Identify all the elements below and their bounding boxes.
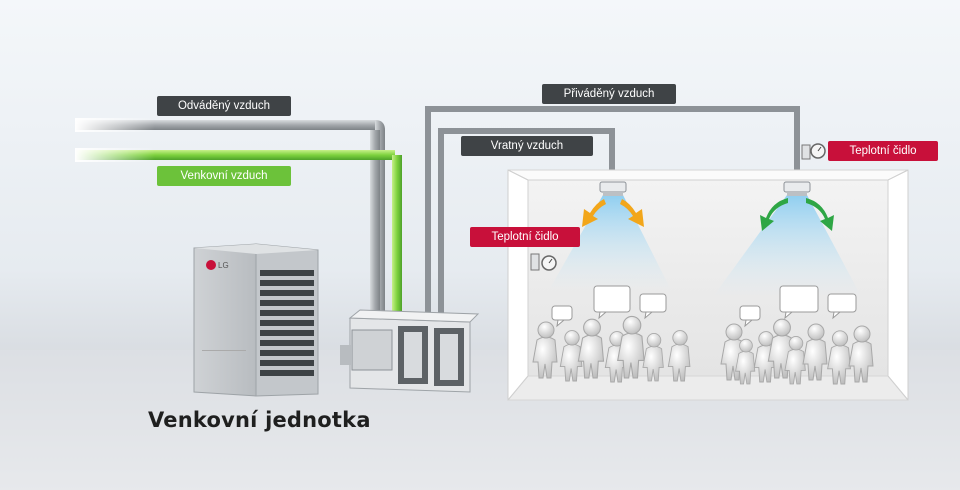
airflow-arrow-warm-icon bbox=[582, 199, 644, 227]
temperature-sensor-label-left: Teplotní čidlo bbox=[470, 227, 580, 247]
speech-bubble-icon bbox=[593, 285, 631, 320]
person-figure-icon bbox=[532, 321, 558, 379]
person-figure-icon bbox=[735, 338, 756, 385]
person-figure-icon bbox=[784, 335, 806, 385]
speech-bubble-icon bbox=[739, 305, 761, 328]
supply-airflow-cone bbox=[712, 195, 862, 298]
person-figure-icon bbox=[848, 325, 874, 383]
person-figure-icon bbox=[642, 332, 664, 382]
speech-bubble-icon bbox=[779, 285, 819, 320]
airflow-arrow-cool-icon bbox=[760, 198, 834, 231]
return-air-duct bbox=[438, 128, 615, 326]
outdoor-air-label: Venkovní vzduch bbox=[157, 166, 291, 186]
person-figure-icon bbox=[617, 315, 645, 379]
return-air-label: Vratný vzduch bbox=[461, 136, 593, 156]
exhaust-air-pipe bbox=[75, 118, 385, 320]
return-airflow-cone bbox=[548, 195, 672, 292]
outdoor-unit: LG bbox=[193, 243, 319, 397]
person-figure-icon bbox=[827, 330, 851, 385]
person-figure-icon bbox=[559, 330, 583, 382]
thermostat-icon bbox=[801, 143, 826, 160]
speech-bubble-icon bbox=[551, 305, 573, 328]
supply-air-label: Přiváděný vzduch bbox=[542, 84, 676, 104]
occupants bbox=[532, 315, 874, 385]
speech-bubbles bbox=[551, 285, 857, 328]
exhaust-air-label: Odváděný vzduch bbox=[157, 96, 291, 116]
outdoor-air-pipe bbox=[75, 148, 402, 320]
return-diffuser bbox=[599, 181, 627, 196]
air-handling-unit bbox=[340, 309, 480, 393]
lg-logo-icon bbox=[206, 260, 216, 270]
thermostat-icon bbox=[530, 253, 557, 271]
outdoor-unit-label: Venkovní jednotka bbox=[148, 408, 371, 432]
supply-air-duct bbox=[425, 106, 800, 326]
temperature-sensor-label-right: Teplotní čidlo bbox=[828, 141, 938, 161]
speech-bubble-icon bbox=[827, 293, 857, 320]
person-figure-icon bbox=[577, 318, 605, 379]
supply-diffuser bbox=[783, 181, 811, 196]
person-figure-icon bbox=[667, 330, 691, 382]
brand-logo: LG bbox=[218, 261, 229, 270]
speech-bubble-icon bbox=[639, 293, 667, 320]
person-figure-icon bbox=[802, 323, 828, 381]
